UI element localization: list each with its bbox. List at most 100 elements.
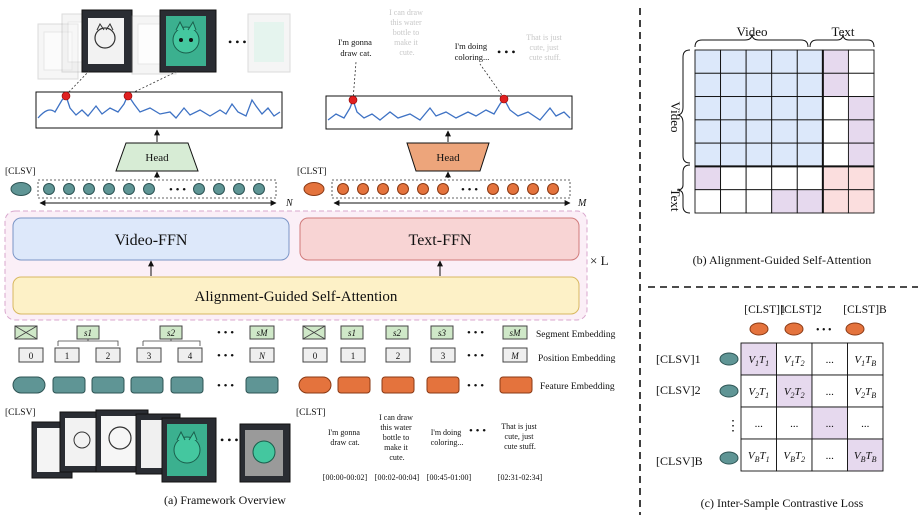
- clsv-token: [719, 451, 739, 465]
- svg-text:• • •: • • •: [220, 433, 239, 447]
- svg-text:s1: s1: [84, 328, 92, 338]
- attention-mask-cell: [771, 72, 798, 98]
- attention-mask-cell: [720, 72, 747, 98]
- attention-mask-cell: [822, 142, 849, 167]
- attention-mask-cell: [771, 96, 798, 121]
- similarity-cell: [811, 342, 848, 376]
- attention-mask-cell: [771, 165, 798, 191]
- feature-embedding-label: Feature Embedding: [540, 382, 615, 392]
- clsv-token-label: [CLSV]: [5, 167, 36, 177]
- attention-mask-cell: [745, 49, 773, 74]
- similarity-cell: [740, 342, 777, 376]
- panel-framework-overview: • • • I'm gonna draw cat. I can draw thi…: [4, 8, 616, 507]
- similarity-cell: [776, 374, 813, 408]
- video-frame-thumbnail: [239, 423, 291, 483]
- svg-text:• • •: • • •: [217, 350, 234, 362]
- attention-mask-cell: [771, 119, 798, 144]
- similarity-cell: [847, 342, 884, 376]
- attention-mask-cell: [745, 189, 773, 214]
- svg-text:• • •: • • •: [469, 425, 486, 437]
- attention-mask-cell: [771, 142, 798, 167]
- attention-mask-cell: [847, 96, 875, 121]
- svg-text:s2: s2: [393, 328, 402, 338]
- peak-dot: [348, 95, 358, 105]
- svg-text:Text-FFN: Text-FFN: [409, 232, 472, 249]
- attention-mask-cell: [720, 49, 747, 74]
- svg-text:sM: sM: [510, 328, 522, 338]
- attention-mask-cell: [745, 142, 773, 167]
- clst-token: [784, 322, 804, 336]
- svg-text:1: 1: [351, 351, 356, 361]
- video-feature-embeddings: • • •: [12, 376, 279, 394]
- similarity-cell-label: V2T2: [784, 386, 805, 400]
- similarity-cell: [847, 374, 884, 408]
- similarity-cell-label: VBT2: [783, 450, 805, 464]
- attention-mask-cell: [720, 119, 747, 144]
- attention-mask-cell: [694, 189, 722, 214]
- svg-text:0: 0: [29, 351, 34, 361]
- svg-text:Head: Head: [145, 152, 169, 164]
- panel-contrastive-loss: [CLST]1 [CLST]2 [CLST]B • • • [CLSV]1 [C…: [656, 304, 887, 510]
- video-frame-thumbnail: [81, 9, 133, 73]
- peak-connector: [352, 61, 357, 101]
- position-embedding-label: Position Embedding: [538, 354, 616, 364]
- n-label: N: [285, 198, 294, 209]
- video-segment-embeddings: s1 s2 • • • sM: [14, 325, 275, 346]
- similarity-cell-label: ...: [790, 418, 799, 430]
- similarity-cell: [811, 438, 848, 472]
- bottom-caption-2: I can draw this water bottle to make it …: [379, 413, 415, 462]
- row-header-clsv-2: [CLSV]2: [656, 383, 701, 397]
- ellipsis: • • •: [816, 325, 832, 336]
- bottom-caption-4: That is just cute, just cute stuff.: [501, 422, 539, 451]
- video-frame-thumbnail: [161, 417, 217, 483]
- text-feature-embeddings: • • •: [298, 376, 533, 394]
- similarity-cell: [847, 438, 884, 472]
- bottom-caption-texts: I'm gonna draw cat. I can draw this wate…: [323, 413, 543, 482]
- bottom-clsv-label: [CLSV]: [5, 408, 36, 418]
- attention-mask-cell: [720, 189, 747, 214]
- text-saliency-plot: [325, 94, 573, 130]
- video-frame-thumbnail: [37, 23, 79, 80]
- m-label: M: [577, 198, 587, 209]
- attention-mask-cell: [771, 189, 798, 214]
- video-frame-thumbnail: [159, 9, 217, 73]
- svg-text:Alignment-Guided Self-Attentio: Alignment-Guided Self-Attention: [195, 289, 398, 305]
- text-brace-side: [676, 164, 691, 214]
- attention-mask-cell: [847, 142, 875, 167]
- attention-mask-cell: [847, 72, 875, 98]
- similarity-cell-label: V2T1: [748, 386, 769, 400]
- svg-text:s1: s1: [348, 328, 356, 338]
- column-header-clst-2: [CLST]2: [780, 304, 822, 316]
- text-head: Head: [406, 142, 490, 172]
- caption-ellipsis: • • •: [497, 45, 516, 59]
- attention-mask-cell: [847, 49, 875, 74]
- attention-mask-cell: [847, 189, 875, 214]
- video-brace-side: [676, 49, 691, 164]
- svg-text:3: 3: [441, 351, 446, 361]
- svg-text:2: 2: [106, 351, 111, 361]
- similarity-cell: [811, 406, 848, 440]
- svg-text:• • •: • • •: [169, 184, 186, 196]
- attention-mask-grid: [694, 49, 875, 214]
- top-thumbnail-strip: • • •: [37, 9, 291, 80]
- clst-token-label: [CLST]: [297, 167, 327, 177]
- bottom-clst-label: [CLST]: [296, 408, 326, 418]
- top-caption-2: I can draw this water bottle to make it …: [389, 8, 425, 57]
- similarity-cell-label: ...: [861, 418, 870, 430]
- attention-mask-cell: [847, 165, 875, 191]
- attention-mask-cell: [694, 72, 722, 98]
- panel-attention-mask: Video Text Video Text (b) Alignment-Guid…: [668, 24, 875, 267]
- row-header-clsv-b: [CLSV]B: [656, 454, 703, 468]
- peak-dot: [61, 91, 71, 101]
- peak-dot: [123, 91, 133, 101]
- attention-mask-cell: [694, 96, 722, 121]
- text-ffn: Text-FFN: [299, 217, 580, 261]
- svg-text:N: N: [258, 351, 266, 361]
- top-caption-3: I'm doing coloring...: [455, 41, 490, 62]
- video-ffn: Video-FFN: [12, 217, 290, 261]
- svg-text:• • •: • • •: [461, 184, 478, 196]
- similarity-cell-label: ...: [826, 386, 835, 398]
- attention-mask-cell: [720, 165, 747, 191]
- similarity-cell-label: ...: [826, 354, 835, 366]
